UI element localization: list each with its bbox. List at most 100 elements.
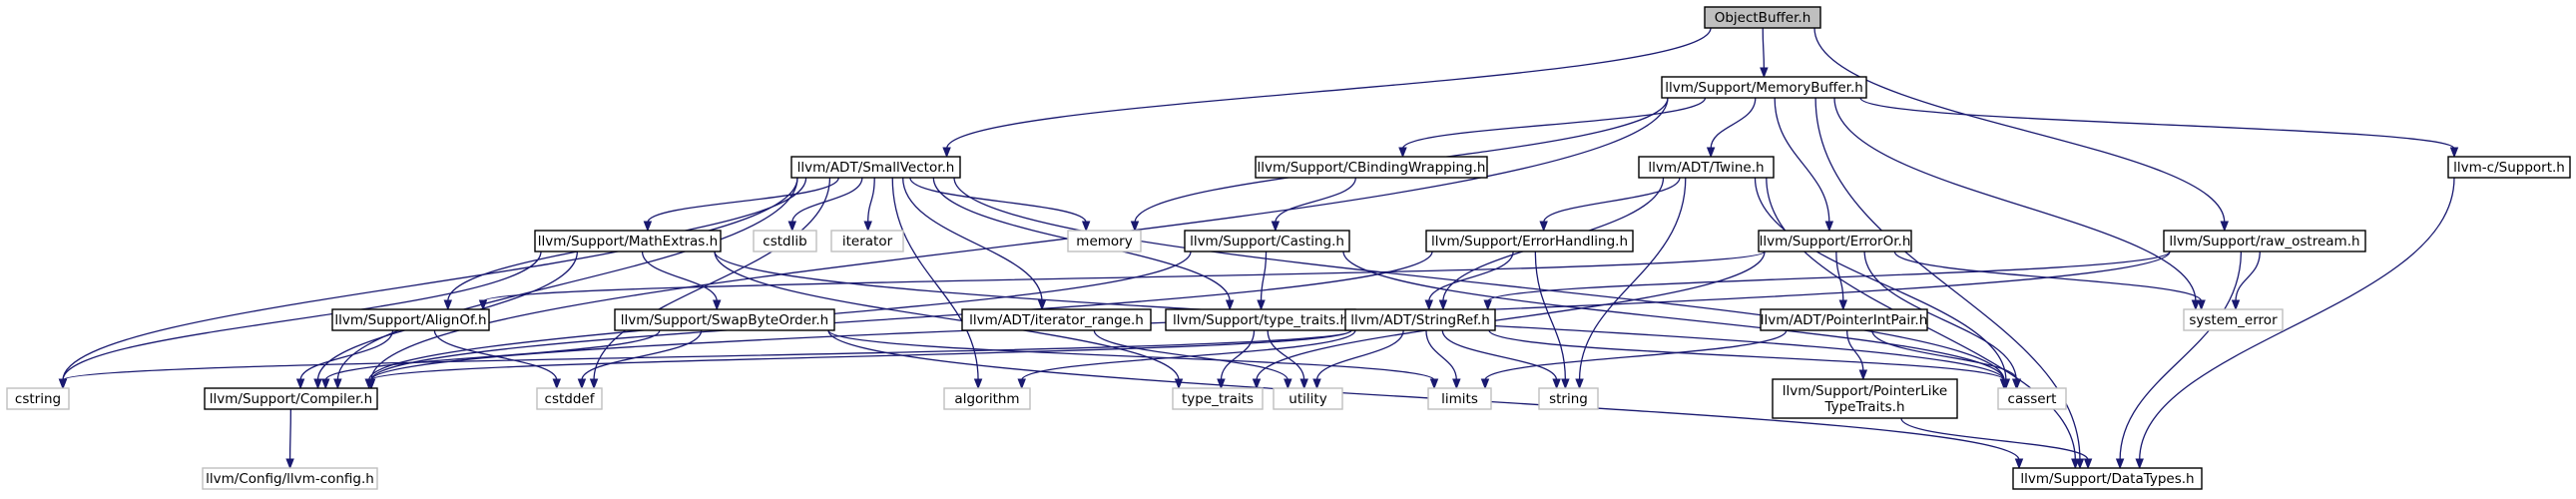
node-box xyxy=(1427,387,1492,410)
node-objectbuffer[interactable]: ObjectBuffer.h xyxy=(1704,6,1821,29)
node-cstring: cstring xyxy=(6,387,70,410)
edge-errorhandling-to-stringref xyxy=(1424,250,1514,311)
edge-stringref-to-limits xyxy=(1425,329,1461,390)
node-label: llvm/Support/type_traits.h xyxy=(1173,312,1348,328)
edge-erroror-to-typetraits xyxy=(1252,250,1766,390)
node-iteratorrange[interactable]: llvm/ADT/iterator_range.h xyxy=(961,308,1152,331)
node-iterator: iterator xyxy=(830,230,904,252)
node-label: string xyxy=(1549,391,1588,407)
edge-erroror-to-pointerintpair xyxy=(1835,250,1848,311)
node-label: llvm/Support/ErrorOr.h xyxy=(1760,234,1911,250)
node-label: cstring xyxy=(15,391,61,407)
node-box xyxy=(943,387,1031,410)
node-label: limits xyxy=(1441,391,1478,407)
node-box xyxy=(2183,308,2284,331)
node-csupport[interactable]: llvm-c/Support.h xyxy=(2447,156,2571,179)
node-string: string xyxy=(1538,387,1599,410)
edge-smallvector-to-mathextras xyxy=(643,177,839,233)
node-label: TypeTraits.h xyxy=(1823,399,1904,415)
node-box xyxy=(1760,308,1928,331)
node-erroror[interactable]: llvm/Support/ErrorOr.h xyxy=(1758,230,1912,252)
node-label: ObjectBuffer.h xyxy=(1715,10,1811,26)
node-box xyxy=(961,308,1152,331)
node-casting[interactable]: llvm/Support/Casting.h xyxy=(1184,230,1350,252)
node-twine[interactable]: llvm/ADT/Twine.h xyxy=(1638,156,1775,179)
node-utility: utility xyxy=(1273,387,1343,410)
node-label: llvm/ADT/iterator_range.h xyxy=(969,312,1144,328)
node-box xyxy=(1067,230,1142,252)
node-stringref[interactable]: llvm/ADT/StringRef.h xyxy=(1344,308,1496,331)
node-box xyxy=(1758,230,1912,252)
edge-rawostream-to-stringref xyxy=(1483,250,2171,311)
node-box xyxy=(1273,387,1343,410)
edge-smallvector-to-cstdlib xyxy=(787,177,863,233)
node-box xyxy=(202,467,378,490)
edge-typetraitsh-to-utility xyxy=(1267,329,1308,390)
node-label: cstdlib xyxy=(763,234,806,250)
node-label: utility xyxy=(1288,391,1326,407)
edge-smallvector-to-iterator xyxy=(863,177,875,233)
node-box xyxy=(830,230,904,252)
edge-pointerintpair-to-pointerliketypetraits xyxy=(1846,329,1868,381)
node-box xyxy=(614,308,835,331)
node-memory: memory xyxy=(1067,230,1142,252)
node-cbinding[interactable]: llvm/Support/CBindingWrapping.h xyxy=(1255,156,1488,179)
node-pointerintpair[interactable]: llvm/ADT/PointerIntPair.h xyxy=(1760,308,1928,331)
edge-memorybuffer-to-erroror xyxy=(1774,97,1834,233)
node-box xyxy=(536,387,603,410)
node-label: cassert xyxy=(2008,391,2057,407)
node-cstdlib: cstdlib xyxy=(753,230,817,252)
edge-rawostream-to-systemerror xyxy=(2231,250,2261,311)
node-box xyxy=(1425,230,1634,252)
node-box xyxy=(1638,156,1775,179)
edge-stringref-to-cassert xyxy=(1488,329,2009,390)
edge-alignof-to-compiler xyxy=(295,329,394,390)
node-label: llvm/Support/DataTypes.h xyxy=(2020,471,2194,487)
node-label: llvm/Support/MathExtras.h xyxy=(538,234,718,250)
node-algorithm: algorithm xyxy=(943,387,1031,410)
node-label: llvm-c/Support.h xyxy=(2453,160,2565,176)
node-limits: limits xyxy=(1427,387,1492,410)
edge-smallvector-to-cassert xyxy=(953,177,2009,390)
node-label: iterator xyxy=(842,234,893,250)
node-label: llvm/Support/SwapByteOrder.h xyxy=(621,312,828,328)
node-compiler[interactable]: llvm/Support/Compiler.h xyxy=(204,387,378,410)
node-mathextras[interactable]: llvm/Support/MathExtras.h xyxy=(534,230,722,252)
edge-stringref-to-compiler xyxy=(366,329,1352,390)
node-swapbyteorder[interactable]: llvm/Support/SwapByteOrder.h xyxy=(614,308,835,331)
edge-twine-to-string xyxy=(1575,177,1687,390)
edge-objectbuffer-to-smallvector xyxy=(942,27,1712,159)
node-cassert: cassert xyxy=(1997,387,2067,410)
node-rawostream[interactable]: llvm/Support/raw_ostream.h xyxy=(2163,230,2366,252)
edge-mathextras-to-swapbyteorder xyxy=(641,250,722,311)
node-box xyxy=(1172,387,1264,410)
edge-stringref-to-string xyxy=(1441,329,1561,390)
node-datatypes[interactable]: llvm/Support/DataTypes.h xyxy=(2012,467,2203,490)
node-box xyxy=(204,387,378,410)
node-box xyxy=(1772,378,1958,419)
node-label: llvm/Support/Compiler.h xyxy=(210,391,372,407)
edge-pointerintpair-to-cassert xyxy=(1871,329,2022,390)
node-alignof[interactable]: llvm/Support/AlignOf.h xyxy=(331,308,490,331)
edge-twine-to-errorhandling xyxy=(1539,177,1681,233)
node-label: system_error xyxy=(2189,312,2278,328)
edge-stringref-to-utility xyxy=(1312,329,1404,390)
node-systemerror: system_error xyxy=(2183,308,2284,331)
node-label: cstddef xyxy=(545,391,596,407)
node-errorhandling[interactable]: llvm/Support/ErrorHandling.h xyxy=(1425,230,1634,252)
node-box xyxy=(1704,6,1821,29)
node-box xyxy=(1997,387,2067,410)
node-label: llvm/Support/MemoryBuffer.h xyxy=(1665,80,1863,96)
node-label: llvm/Support/raw_ostream.h xyxy=(2169,234,2359,250)
edge-typetraitsh-to-typetraits xyxy=(1217,329,1256,390)
node-box xyxy=(2447,156,2571,179)
node-memorybuffer[interactable]: llvm/Support/MemoryBuffer.h xyxy=(1661,76,1867,99)
edge-objectbuffer-to-rawostream xyxy=(1813,27,2229,233)
edge-compiler-to-llvmconfig xyxy=(285,408,294,470)
node-typetraitsh[interactable]: llvm/Support/type_traits.h xyxy=(1165,308,1356,331)
node-label: type_traits xyxy=(1182,391,1254,407)
node-typetraits: type_traits xyxy=(1172,387,1264,410)
node-smallvector[interactable]: llvm/ADT/SmallVector.h xyxy=(790,156,961,179)
